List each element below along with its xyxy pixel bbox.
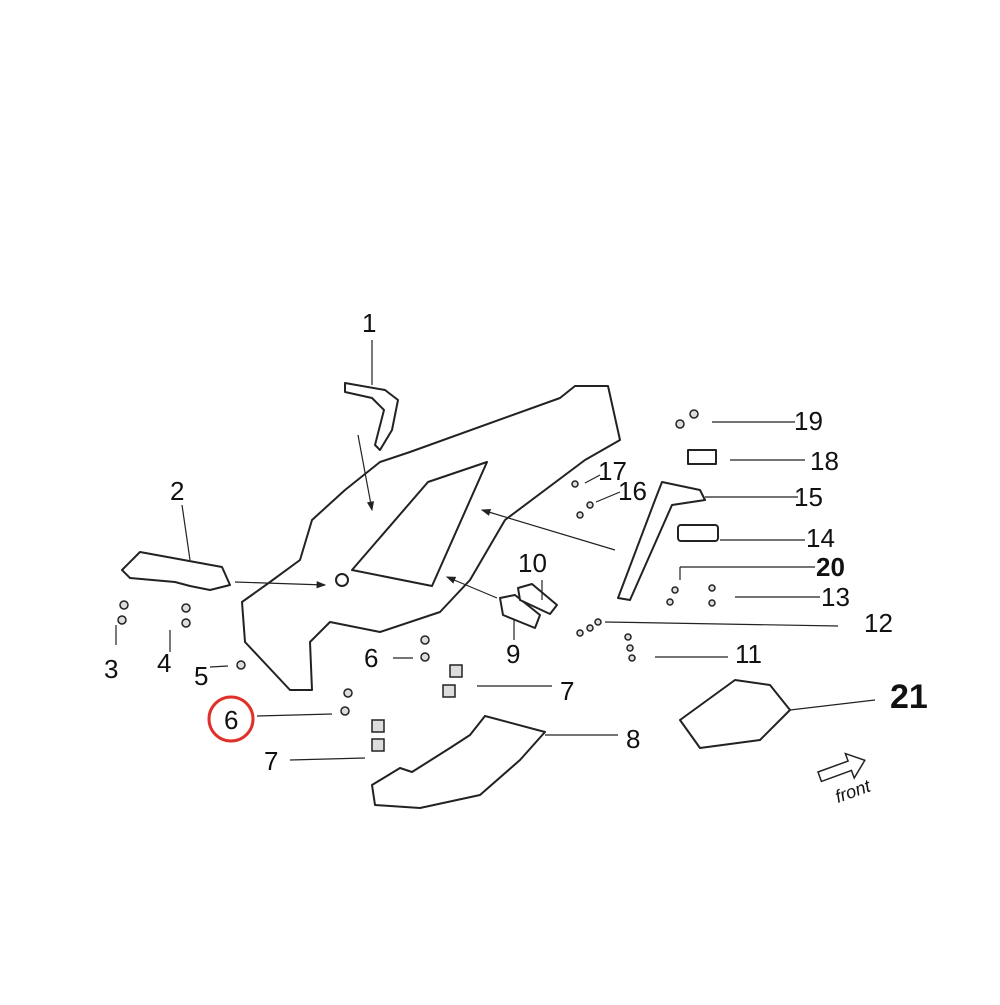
callout-6: 6 bbox=[364, 643, 378, 673]
callout-10: 10 bbox=[518, 548, 547, 578]
callout-13: 13 bbox=[821, 582, 850, 612]
front-label: front bbox=[832, 775, 874, 806]
part-8-skid-plate bbox=[371, 715, 546, 809]
callout-16: 16 bbox=[618, 476, 647, 506]
part-1-bracket bbox=[344, 382, 399, 451]
callout-6-highlighted: 6 bbox=[224, 705, 238, 735]
highlight-circle bbox=[207, 695, 255, 743]
callout-12: 12 bbox=[864, 608, 893, 638]
callout-20: 20 bbox=[816, 552, 845, 582]
part-15-rail bbox=[617, 481, 706, 601]
callout-8: 8 bbox=[626, 724, 640, 754]
callout-3: 3 bbox=[104, 654, 118, 684]
part-9-bracket bbox=[499, 594, 541, 629]
callout-labels: 1 2 3 4 5 6 7 6 7 8 9 10 11 12 13 20 14 … bbox=[104, 308, 928, 776]
front-arrow-icon bbox=[817, 752, 866, 783]
hardware-small-parts bbox=[117, 409, 716, 752]
callout-1: 1 bbox=[362, 308, 376, 338]
callout-11: 11 bbox=[735, 639, 762, 669]
callout-7: 7 bbox=[560, 676, 574, 706]
callout-5: 5 bbox=[194, 661, 208, 691]
part-10-bracket bbox=[517, 583, 558, 615]
callout-15: 15 bbox=[794, 482, 823, 512]
part-2-plate bbox=[121, 551, 231, 591]
callout-17: 17 bbox=[598, 456, 627, 486]
callout-18: 18 bbox=[810, 446, 839, 476]
main-frame bbox=[241, 385, 621, 691]
front-direction-indicator: front bbox=[817, 752, 874, 807]
callout-19: 19 bbox=[794, 406, 823, 436]
callout-14: 14 bbox=[806, 523, 835, 553]
part-21-guard bbox=[679, 679, 791, 749]
callout-2: 2 bbox=[170, 476, 184, 506]
callout-21: 21 bbox=[890, 678, 928, 716]
leader-lines bbox=[115, 340, 876, 761]
callout-4: 4 bbox=[157, 648, 171, 678]
callout-7-lower: 7 bbox=[264, 746, 278, 776]
callout-9: 9 bbox=[506, 639, 520, 669]
part-18 bbox=[687, 449, 717, 465]
part-14 bbox=[677, 524, 719, 542]
